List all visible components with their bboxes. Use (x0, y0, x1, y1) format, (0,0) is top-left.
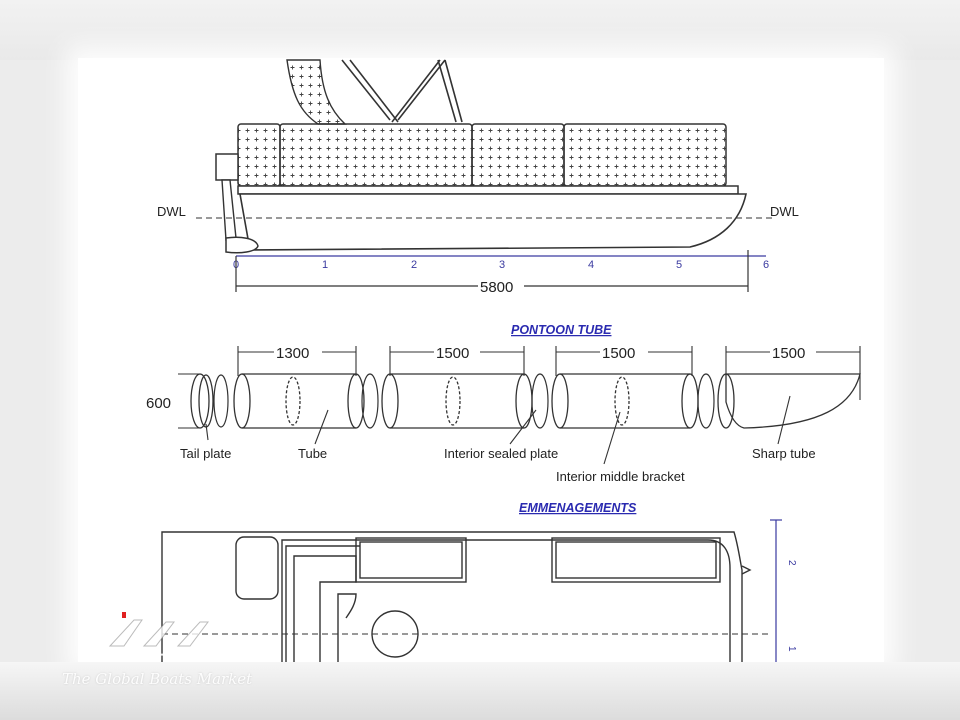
motor-box (215, 153, 239, 181)
tube-segment-3 (551, 373, 699, 429)
sealed-plates-2 (531, 373, 549, 429)
blurred-bottom-edge (0, 662, 960, 720)
deck (237, 185, 739, 195)
station-1: 1 (322, 259, 328, 271)
tail-plate-label: Tail plate (180, 446, 231, 461)
overall-length-dimension (235, 250, 749, 292)
side-view: DWL DWL 0 1 2 3 4 5 6 5800 (157, 59, 799, 296)
tail-plate (190, 373, 214, 429)
bimini-frame (341, 59, 463, 123)
segment-1-length: 1300 (276, 345, 309, 362)
beam-dimension (770, 519, 782, 662)
deck-seating (237, 123, 727, 187)
dwl-label-left: DWL (157, 204, 186, 219)
station-3: 3 (499, 259, 505, 271)
sealed-plates-1 (213, 373, 379, 429)
deck-layout-section: EMMENAGEMENTS 2 1 (161, 501, 797, 662)
helm-console (235, 536, 279, 600)
tube-label: Tube (298, 446, 327, 461)
blurred-top-edge (0, 0, 960, 60)
segment-2-length: 1500 (436, 345, 469, 362)
sharp-tube (725, 373, 861, 429)
sealed-plates-3 (697, 373, 715, 429)
tube-segment-2 (381, 373, 533, 429)
beam-dim-1: 1 (786, 646, 797, 652)
deck-plan (161, 531, 752, 662)
logo-red-mark (122, 612, 126, 618)
interior-middle-bracket-label: Interior middle bracket (556, 469, 685, 484)
seat-bow (563, 123, 727, 187)
pontoon-tube-title: PONTOON TUBE (511, 323, 612, 337)
seat-stern (237, 123, 281, 187)
tube-segment-1 (233, 373, 365, 429)
station-5: 5 (676, 259, 682, 271)
station-2: 2 (411, 259, 417, 271)
interior-sealed-plate-label: Interior sealed plate (444, 446, 558, 461)
station-4: 4 (588, 259, 594, 271)
hull (239, 193, 747, 251)
outboard-lower-unit (225, 236, 259, 254)
tube-diameter-label: 600 (146, 395, 171, 412)
seat-center (471, 123, 565, 187)
bimini-top (286, 59, 347, 125)
emmenagements-title: EMMENAGEMENTS (519, 501, 637, 515)
segment-dimensions (237, 346, 861, 400)
beam-dim-2: 2 (786, 560, 797, 566)
segment-4-length: 1500 (772, 345, 805, 362)
seat-lounge (279, 123, 473, 187)
overall-length-label: 5800 (480, 279, 513, 296)
bench-seat-left (355, 537, 467, 583)
segment-3-length: 1500 (602, 345, 635, 362)
station-6: 6 (763, 259, 769, 271)
pontoon-tube-section: PONTOON TUBE 600 (146, 323, 861, 484)
watermark-text: The Global Boats Market (62, 670, 253, 688)
leader-lines (205, 395, 791, 465)
dwl-label-right: DWL (770, 204, 799, 219)
watermark-logo (104, 612, 270, 656)
outboard-motor (221, 179, 237, 241)
fence-rail (281, 539, 731, 662)
sharp-tube-label: Sharp tube (752, 446, 816, 461)
bench-seat-right (551, 537, 721, 583)
lounge-seat (293, 555, 357, 662)
